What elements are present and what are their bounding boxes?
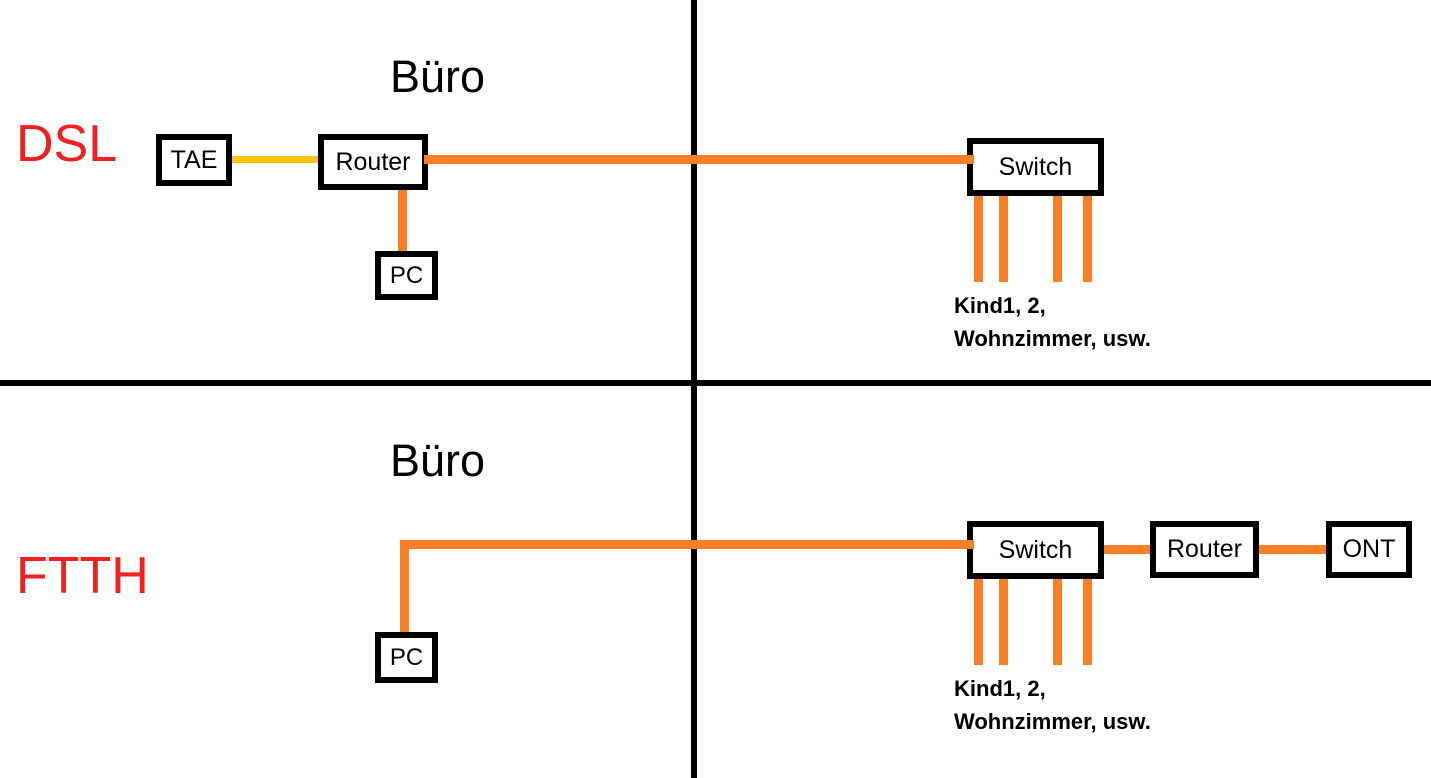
ftth-device-ont[interactable]: ONT [1326,521,1412,578]
ftth-switch-downlink-1 [974,579,983,665]
dsl-device-pc[interactable]: PC [375,251,438,300]
dsl-device-pc-label: PC [389,261,424,289]
dsl-device-tae-label: TAE [170,145,218,174]
ftth-endpoints-line-2: Wohnzimmer, usw. [954,709,1151,734]
ftth-device-ont-label: ONT [1342,535,1396,563]
dsl-switch-downlink-1 [974,196,983,282]
ftth-cable-pc-riser [400,540,409,635]
dsl-switch-downlink-3 [1053,196,1062,282]
dsl-device-switch-label: Switch [998,152,1073,181]
dsl-technology-label: DSL [16,115,118,173]
ftth-device-pc[interactable]: PC [375,632,438,683]
dsl-cable-router-to-pc [398,186,407,256]
ftth-technology-label: FTTH [16,547,149,605]
dsl-device-switch[interactable]: Switch [967,138,1104,196]
ftth-switch-downlink-3 [1053,579,1062,665]
ftth-room-label-buero: Büro [390,435,486,486]
vertical-divider-line [691,0,697,778]
ftth-cable-pc-to-switch [400,540,974,549]
dsl-endpoints-line-1: Kind1, 2, [954,293,1046,318]
ftth-switch-downlink-2 [999,579,1008,665]
dsl-device-tae[interactable]: TAE [156,134,232,186]
ftth-switch-downlink-4 [1083,579,1092,665]
dsl-device-router[interactable]: Router [318,134,428,190]
ftth-endpoints-label: Kind1, 2, Wohnzimmer, usw. [954,672,1151,738]
horizontal-divider-line [0,380,1431,386]
dsl-room-label-buero: Büro [390,51,486,102]
ftth-device-switch[interactable]: Switch [967,521,1104,579]
dsl-switch-downlink-2 [999,196,1008,282]
dsl-cable-router-to-switch [424,155,974,164]
ftth-endpoints-line-1: Kind1, 2, [954,676,1046,701]
dsl-endpoints-line-2: Wohnzimmer, usw. [954,326,1151,351]
ftth-cable-switch-to-router [1100,545,1154,554]
dsl-endpoints-label: Kind1, 2, Wohnzimmer, usw. [954,289,1151,355]
dsl-switch-downlink-4 [1083,196,1092,282]
ftth-device-router[interactable]: Router [1150,521,1259,578]
dsl-cable-tae-to-router [228,156,323,163]
ftth-device-switch-label: Switch [998,535,1073,564]
ftth-device-pc-label: PC [389,643,424,671]
dsl-device-router-label: Router [335,147,411,176]
ftth-device-router-label: Router [1166,535,1243,563]
ftth-cable-router-to-ont [1254,545,1330,554]
